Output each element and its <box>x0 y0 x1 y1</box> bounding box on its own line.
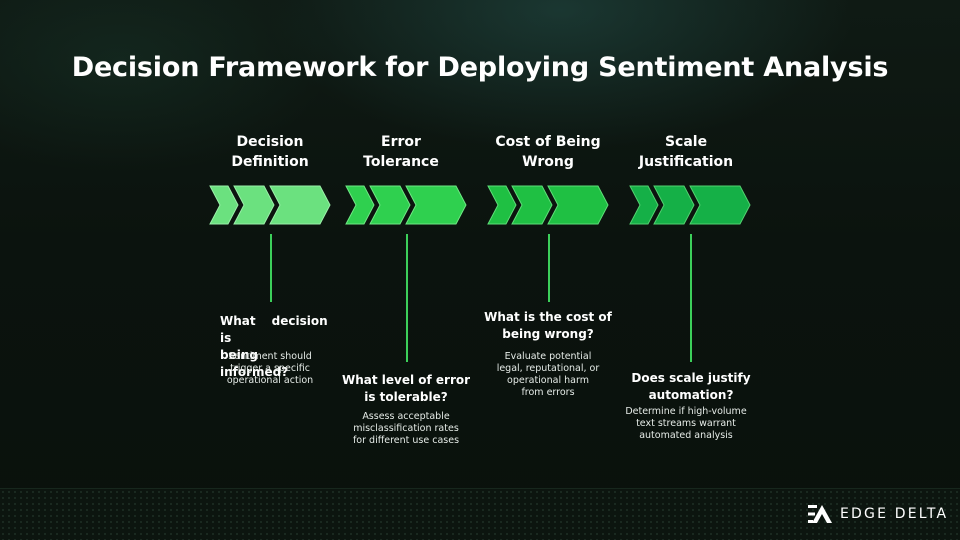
question-cost-of-being-wrong: What is the cost of being wrong? <box>484 310 612 341</box>
connector-line-stage-3 <box>548 234 550 302</box>
edge-delta-logo: EDGE DELTA <box>808 505 948 523</box>
connector-line-stage-2 <box>406 234 408 362</box>
stage-title-cost-of-being-wrong: Cost of Being Wrong <box>495 134 601 170</box>
question-scale-justification: Does scale justify automation? <box>631 371 751 402</box>
description-cost-of-being-wrong: Evaluate potential legal, reputational, … <box>496 351 600 398</box>
chevron-arrows-stage-4 <box>629 185 751 225</box>
connector-line-stage-1 <box>270 234 272 302</box>
chevron-arrows-stage-2 <box>345 185 467 225</box>
description-decision-definition: Sentiment should trigger a specific oper… <box>226 351 314 386</box>
description-scale-justification: Determine if high-volume text streams wa… <box>625 406 747 441</box>
stage-title-scale-justification: Scale Justification <box>638 134 734 170</box>
chevron-arrows-stage-1 <box>209 185 331 225</box>
stage-title-error-tolerance: Error Tolerance <box>363 134 439 170</box>
edge-delta-logo-icon <box>808 505 832 523</box>
question-error-tolerance: What level of error is tolerable? <box>341 373 471 404</box>
description-error-tolerance: Assess acceptable misclassification rate… <box>352 411 460 446</box>
footer-band <box>0 488 960 540</box>
page-title: Decision Framework for Deploying Sentime… <box>71 52 889 83</box>
chevron-arrows-stage-3 <box>487 185 609 225</box>
connector-line-stage-4 <box>690 234 692 362</box>
stage-title-decision-definition: Decision Definition <box>231 134 309 170</box>
logo-text: EDGE DELTA <box>840 506 949 522</box>
